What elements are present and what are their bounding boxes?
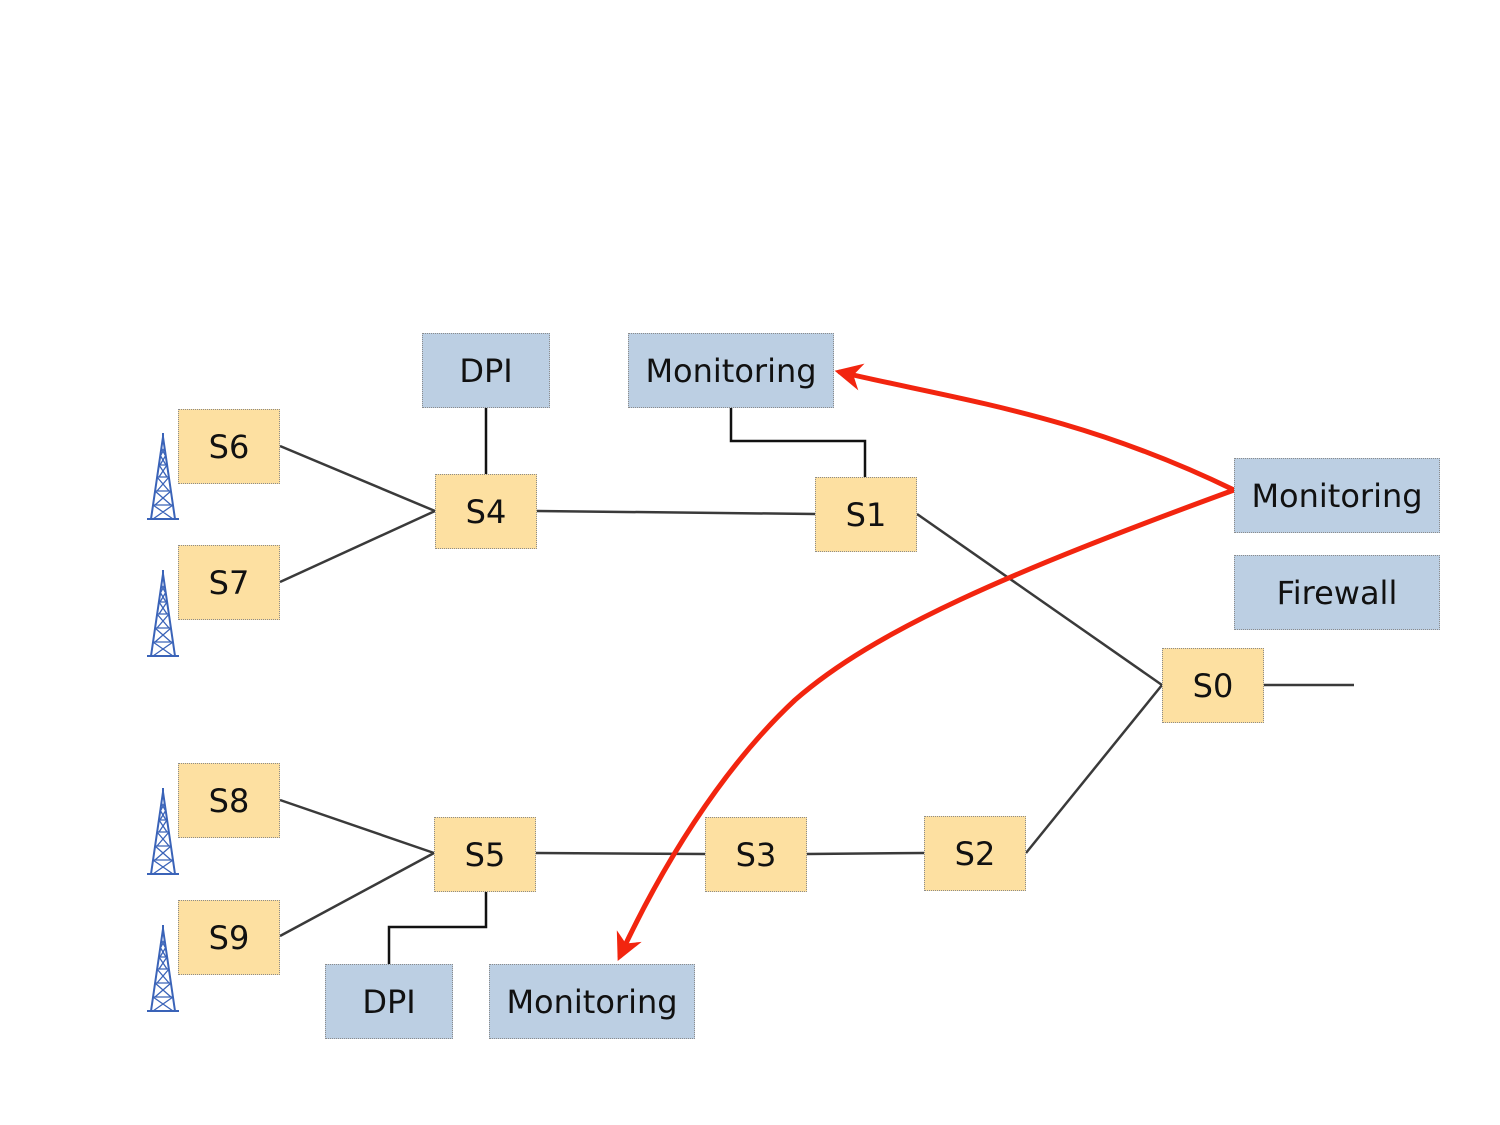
cell-tower-icon [146,924,180,1012]
link-s9-s5 [279,851,435,938]
migration-arrow-to-bottom-monitoring [616,487,1237,961]
switch-s1: S1 [815,477,917,552]
migration-arrow-to-top-monitoring [834,363,1237,493]
link-s2-s0 [1025,684,1163,854]
link-s7-s4 [279,509,436,584]
switch-s2: S2 [924,816,1026,891]
link-s4-s1 [536,509,816,516]
link-s5-s3 [535,851,706,856]
dpi-box-top: DPI [422,333,550,408]
link-s8-s5 [279,798,435,855]
monitoring-box-right: Monitoring [1234,458,1440,533]
switch-s7: S7 [178,545,280,620]
monitoring-box-bottom: Monitoring [489,964,695,1039]
cell-tower-icon [146,569,180,657]
cell-tower-icon [146,432,180,520]
switch-s4: S4 [435,474,537,549]
switch-s3: S3 [705,817,807,892]
link-s5-dpi-monitoring [387,891,488,964]
switch-s6: S6 [178,409,280,484]
switch-s0: S0 [1162,648,1264,723]
link-monitoring-s1 [729,408,867,477]
monitoring-box-top: Monitoring [628,333,834,408]
link-s1-s0 [916,512,1163,687]
dpi-box-bottom: DPI [325,964,453,1039]
link-s6-s4 [279,444,436,513]
switch-s9: S9 [178,900,280,975]
switch-s8: S8 [178,763,280,838]
link-s3-s2 [806,851,925,856]
switch-s5: S5 [434,817,536,892]
cell-tower-icon [146,787,180,875]
firewall-box-right: Firewall [1234,555,1440,630]
